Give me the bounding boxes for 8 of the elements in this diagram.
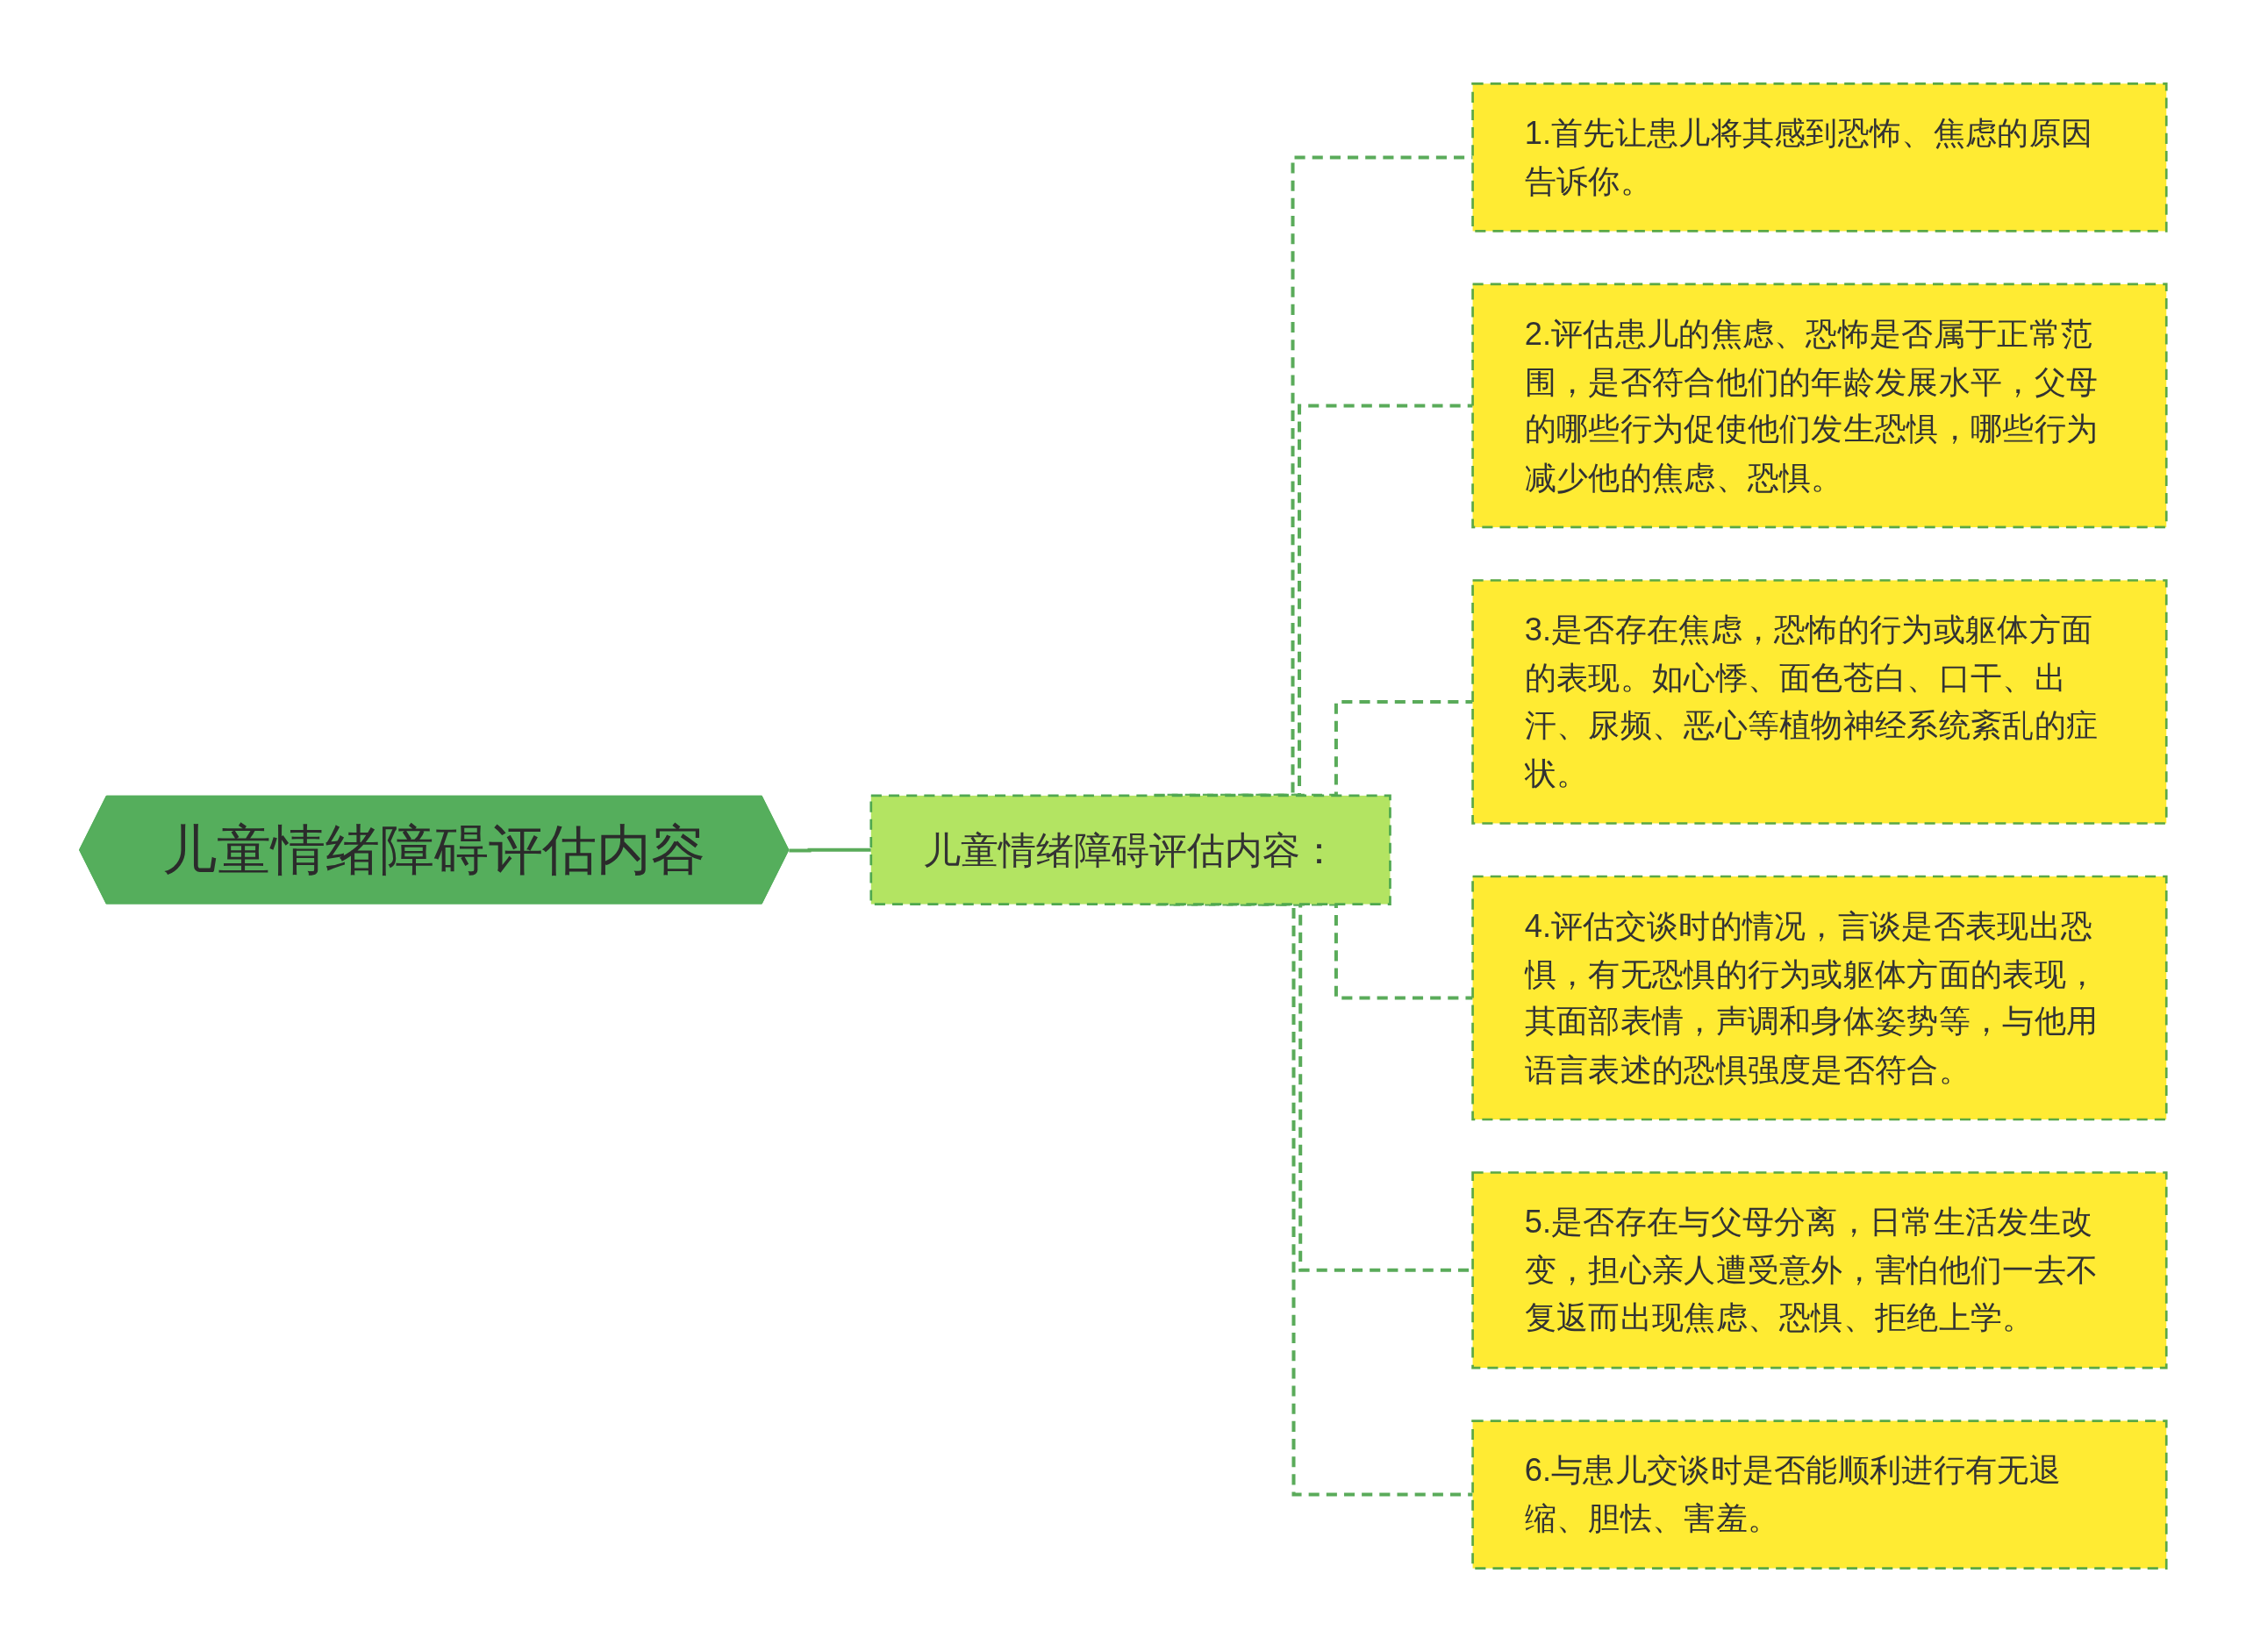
node-box: 3.是否存在焦虑，恐怖的行为或躯体方面的表现。如心悸、面色苍白、口干、出汗、尿频、恶心等植物神经系统紊乱的症状。 xyxy=(1471,579,2168,825)
node-box: 6.与患儿交谈时是否能顺利进行有无退缩、胆怯、害羞。 xyxy=(1471,1420,2168,1570)
node-box: 1.首先让患儿将其感到恐怖、焦虑的原因告诉你。 xyxy=(1471,82,2168,232)
node-box: 儿童情绪障碍评估内容： xyxy=(869,794,1391,905)
node-box: 2.评估患儿的焦虑、恐怖是否属于正常范围，是否符合他们的年龄发展水平，父母的哪些行为促使他们发生恐惧，哪些行为减少他的焦虑、恐惧。 xyxy=(1471,282,2168,529)
node-box: 4.评估交谈时的情况，言谈是否表现出恐惧，有无恐惧的行为或躯体方面的表现，其面部表情，声调和身体姿势等，与他用语言表述的恐惧强度是否符合。 xyxy=(1471,875,2168,1121)
connector xyxy=(789,847,871,853)
node-box: 5.是否存在与父母分离，日常生活发生改变，担心亲人遭受意外，害怕他们一去不复返而出现焦虑、恐惧、拒绝上学。 xyxy=(1471,1171,2168,1370)
